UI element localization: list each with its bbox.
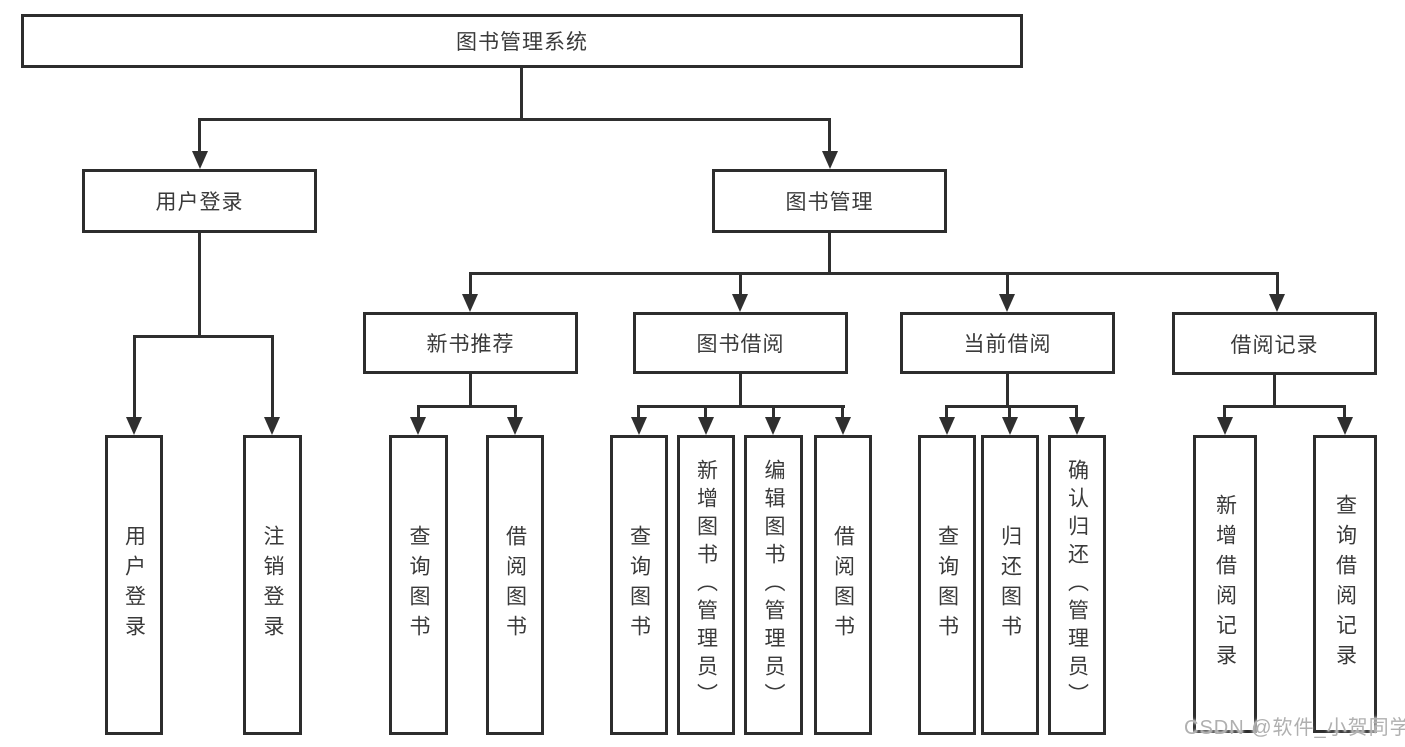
node-user-login-label: 用户登录 (155, 191, 244, 214)
connector-line (841, 405, 844, 421)
arrow-down (835, 417, 851, 435)
arrow-down (1002, 417, 1018, 435)
connector-line (637, 405, 640, 421)
connector-line (945, 405, 948, 421)
connector-line (198, 233, 201, 338)
node-book-management: 图书管理 (712, 169, 947, 233)
leaf-user-login-label: 用户登录 (122, 525, 146, 645)
connector-line (772, 405, 775, 421)
connector-line (1276, 272, 1279, 298)
leaf-query-books-recommend: 查询图书 (389, 435, 448, 735)
leaf-query-borrow-record-label: 查询借阅记录 (1333, 494, 1357, 674)
connector-line (739, 374, 742, 408)
connector-line (945, 405, 1078, 408)
leaf-borrow-books-label: 借阅图书 (831, 525, 855, 645)
node-borrow-records: 借阅记录 (1172, 312, 1377, 375)
node-book-management-label: 图书管理 (785, 191, 874, 214)
connector-line (828, 118, 831, 155)
arrow-down (462, 294, 478, 312)
arrow-down (192, 151, 208, 169)
connector-line (1273, 375, 1276, 408)
node-root-label: 图书管理系统 (456, 31, 588, 54)
node-user-login: 用户登录 (82, 169, 317, 233)
leaf-add-books-admin: 新增图书（管理员） (677, 435, 735, 735)
csdn-watermark: CSDN @软件_小贺同学 (1184, 717, 1405, 739)
connector-line (198, 118, 831, 121)
leaf-query-books-borrow-label: 查询图书 (627, 525, 651, 645)
arrow-down (1069, 417, 1085, 435)
arrow-down (1337, 417, 1353, 435)
leaf-query-books-recommend-label: 查询图书 (407, 525, 430, 645)
leaf-logout-label: 注销登录 (261, 525, 284, 645)
connector-line (1008, 405, 1011, 421)
node-new-book-recommend-label: 新书推荐 (426, 333, 515, 356)
node-current-borrow: 当前借阅 (900, 312, 1115, 374)
leaf-confirm-return-admin: 确认归还（管理员） (1048, 435, 1106, 735)
leaf-query-borrow-record: 查询借阅记录 (1313, 435, 1377, 733)
node-book-borrow: 图书借阅 (633, 312, 848, 374)
leaf-add-borrow-record-label: 新增借阅记录 (1213, 494, 1237, 674)
leaf-return-books-label: 归还图书 (998, 525, 1022, 645)
arrow-down (410, 417, 426, 435)
connector-line (704, 405, 707, 421)
arrow-down (264, 417, 280, 435)
arrow-down (732, 294, 748, 312)
arrow-down (631, 417, 647, 435)
connector-line (739, 272, 742, 298)
node-borrow-records-label: 借阅记录 (1230, 333, 1319, 357)
node-current-borrow-label: 当前借阅 (963, 333, 1052, 356)
connector-line (828, 233, 831, 275)
connector-line (1223, 405, 1346, 408)
node-new-book-recommend: 新书推荐 (363, 312, 578, 374)
leaf-add-borrow-record: 新增借阅记录 (1193, 435, 1257, 733)
arrow-down (939, 417, 955, 435)
arrow-down (765, 417, 781, 435)
connector-line (1006, 272, 1009, 298)
connector-line (469, 272, 472, 298)
connector-line (1343, 405, 1346, 421)
leaf-query-books-borrow: 查询图书 (610, 435, 668, 735)
connector-line (514, 405, 517, 421)
connector-line (637, 405, 845, 408)
connector-line (271, 335, 274, 421)
arrow-down (999, 294, 1015, 312)
leaf-add-books-admin-label: 新增图书（管理员） (694, 459, 718, 711)
node-root: 图书管理系统 (21, 14, 1023, 68)
leaf-query-books-current: 查询图书 (918, 435, 976, 735)
connector-line (1075, 405, 1078, 421)
connector-line (198, 118, 201, 155)
arrow-down (698, 417, 714, 435)
connector-line (417, 405, 420, 421)
node-book-borrow-label: 图书借阅 (696, 333, 785, 356)
connector-line (133, 335, 274, 338)
arrow-down (507, 417, 523, 435)
leaf-borrow-books-recommend: 借阅图书 (486, 435, 544, 735)
leaf-return-books: 归还图书 (981, 435, 1039, 735)
connector-line (417, 405, 517, 408)
arrow-down (126, 417, 142, 435)
leaf-query-books-current-label: 查询图书 (935, 525, 959, 645)
connector-line (469, 272, 1279, 275)
leaf-edit-books-admin-label: 编辑图书（管理员） (762, 459, 785, 711)
leaf-logout: 注销登录 (243, 435, 302, 735)
arrow-down (1217, 417, 1233, 435)
connector-line (1223, 405, 1226, 421)
connector-line (1006, 374, 1009, 408)
connector-line (133, 335, 136, 421)
leaf-edit-books-admin: 编辑图书（管理员） (744, 435, 803, 735)
leaf-borrow-books-recommend-label: 借阅图书 (503, 525, 527, 645)
connector-line (469, 374, 472, 408)
arrow-down (1269, 294, 1285, 312)
leaf-confirm-return-admin-label: 确认归还（管理员） (1065, 459, 1089, 711)
arrow-down (822, 151, 838, 169)
connector-line (520, 68, 523, 120)
leaf-borrow-books: 借阅图书 (814, 435, 872, 735)
leaf-user-login: 用户登录 (105, 435, 163, 735)
